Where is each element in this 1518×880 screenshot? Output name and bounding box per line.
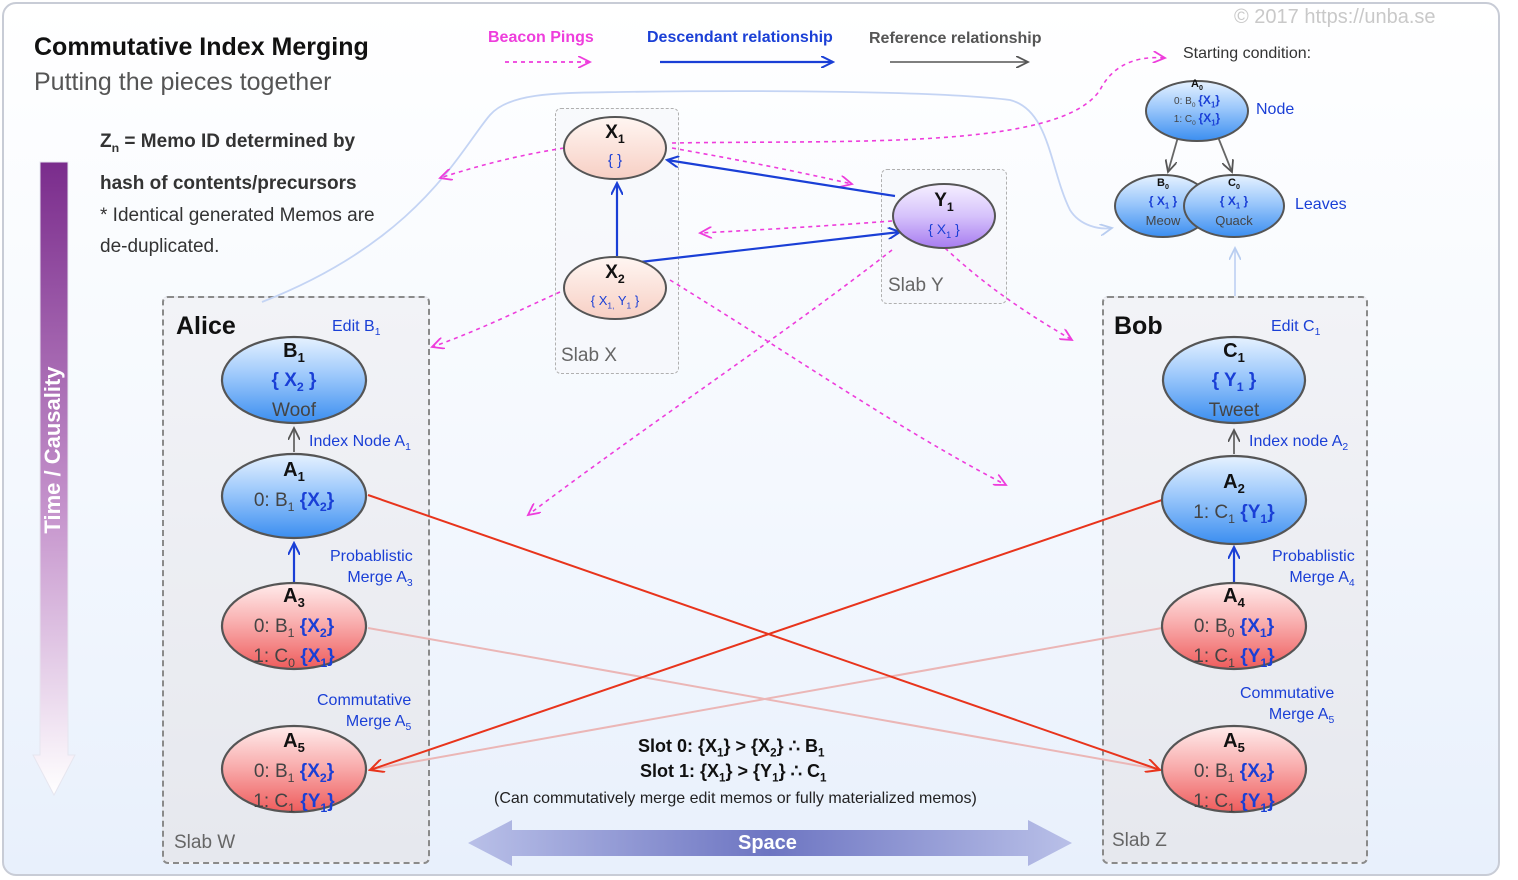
node-c0[interactable] [1183,174,1285,238]
node-alice-b1[interactable] [220,335,368,425]
light-curve-left [261,90,1112,303]
alice-a3-text: A3 0: B1 {X2} 1: C0 {X1} [253,585,335,670]
bob-c1-text: C1 { Y1 } Tweet [1208,340,1260,421]
arrow-a0-c0 [1217,136,1232,172]
node-x1-text: X1 { } [605,122,625,169]
arrow-x2-y1 [639,232,900,264]
bob-a4-text: A4 0: B0 {X1} 1: C1 {Y1} [1193,585,1275,670]
alice-index-label: Index Node A1 [309,433,411,454]
ping-y1-left [700,220,893,233]
node-alice-a5[interactable] [220,724,368,814]
ping-x1-left [440,147,565,178]
note-hash: hash of contents/precursors [100,173,357,194]
space-axis-label: Space [738,832,797,854]
node-alice-a1[interactable] [220,452,368,540]
note-deduplicated: de-duplicated. [100,236,220,257]
alice-a1-text: A1 0: B1 {X2} [253,459,335,514]
node-y1[interactable] [892,183,996,249]
alice-b1-text: B1 { X2 } Woof [271,340,317,421]
note-identical: * Identical generated Memos are [100,205,375,226]
arrow-y1-x1 [667,160,896,198]
slab-w-label: Slab W [174,832,236,853]
ping-x2-bob [669,279,1006,485]
node-bob-a4[interactable] [1160,581,1308,671]
slot-0-text: Slot 0: {X1} > {X2} ∴ B1 [638,736,825,760]
slot-note: (Can commutatively merge edit memos or f… [494,790,977,807]
node-bob-a2[interactable] [1160,454,1308,546]
slot-1-text: Slot 1: {X1} > {Y1} ∴ C1 [640,761,827,785]
alice-a5-text: A5 0: B1 {X2} 1: C1 {Y1} [253,730,335,815]
legend-beacon-label: Beacon Pings [488,29,594,46]
node-a0-text: A0 0: B0 {X1} 1: C0 {X1} [1173,78,1221,128]
faint-merge-a4-alice [367,627,1163,771]
legend-reference-label: Reference relationship [869,30,1042,47]
bob-a2-text: A2 1: C1 {Y1} [1193,471,1275,526]
bob-label: Bob [1114,312,1163,340]
node-c0-text: C0 { X1 } Quack [1215,177,1253,228]
node-a0[interactable] [1145,80,1249,142]
copyright-notice: © 2017 https://unba.se [1234,6,1436,28]
time-axis-label: Time / Causality [40,366,65,534]
slab-x-label: Slab X [561,345,617,366]
slab-z-label: Slab Z [1112,830,1167,851]
node-bob-a5[interactable] [1160,724,1308,814]
beacon-pings [432,58,1165,515]
ping-y1-bob [944,247,1072,340]
starting-condition-label: Starting condition: [1183,45,1312,62]
node-y1-text: Y1 { X1 } [928,190,960,240]
alice-label: Alice [176,312,236,340]
merge-a2-alice-a5 [370,499,1163,770]
node-b0-text: B0 { X1 } Meow [1145,177,1181,228]
bob-a5-text: A5 0: B1 {X2} 1: C1 {Y1} [1193,730,1275,815]
node-x1[interactable] [563,116,667,180]
alice-edit-label: Edit B1 [332,318,381,339]
node-x2-text: X2 { X1, Y1 } [590,262,640,311]
node-bob-c1[interactable] [1161,335,1307,425]
time-arrow [32,161,76,797]
arrow-a0-b0 [1168,136,1179,172]
ping-x2-alice [432,291,561,347]
legend-descendant-label: Descendant relationship [647,29,833,46]
node-alice-a3[interactable] [220,581,368,671]
page-subtitle: Putting the pieces together [34,68,332,96]
space-arrow [468,820,1072,866]
bob-index-label: Index node A2 [1249,433,1349,454]
note-memo-id: Zn = Memo ID determined by [100,131,356,155]
ping-x1-right [671,147,852,184]
node-x2[interactable] [563,256,667,320]
leaves-label: Leaves [1295,196,1347,213]
merge-a1-bob-a5 [367,494,1160,770]
bob-edit-label: Edit C1 [1271,318,1321,339]
node-label: Node [1256,101,1295,118]
page-title: Commutative Index Merging [34,33,369,61]
ping-x1-start [671,58,1165,144]
slab-y-label: Slab Y [888,275,944,296]
